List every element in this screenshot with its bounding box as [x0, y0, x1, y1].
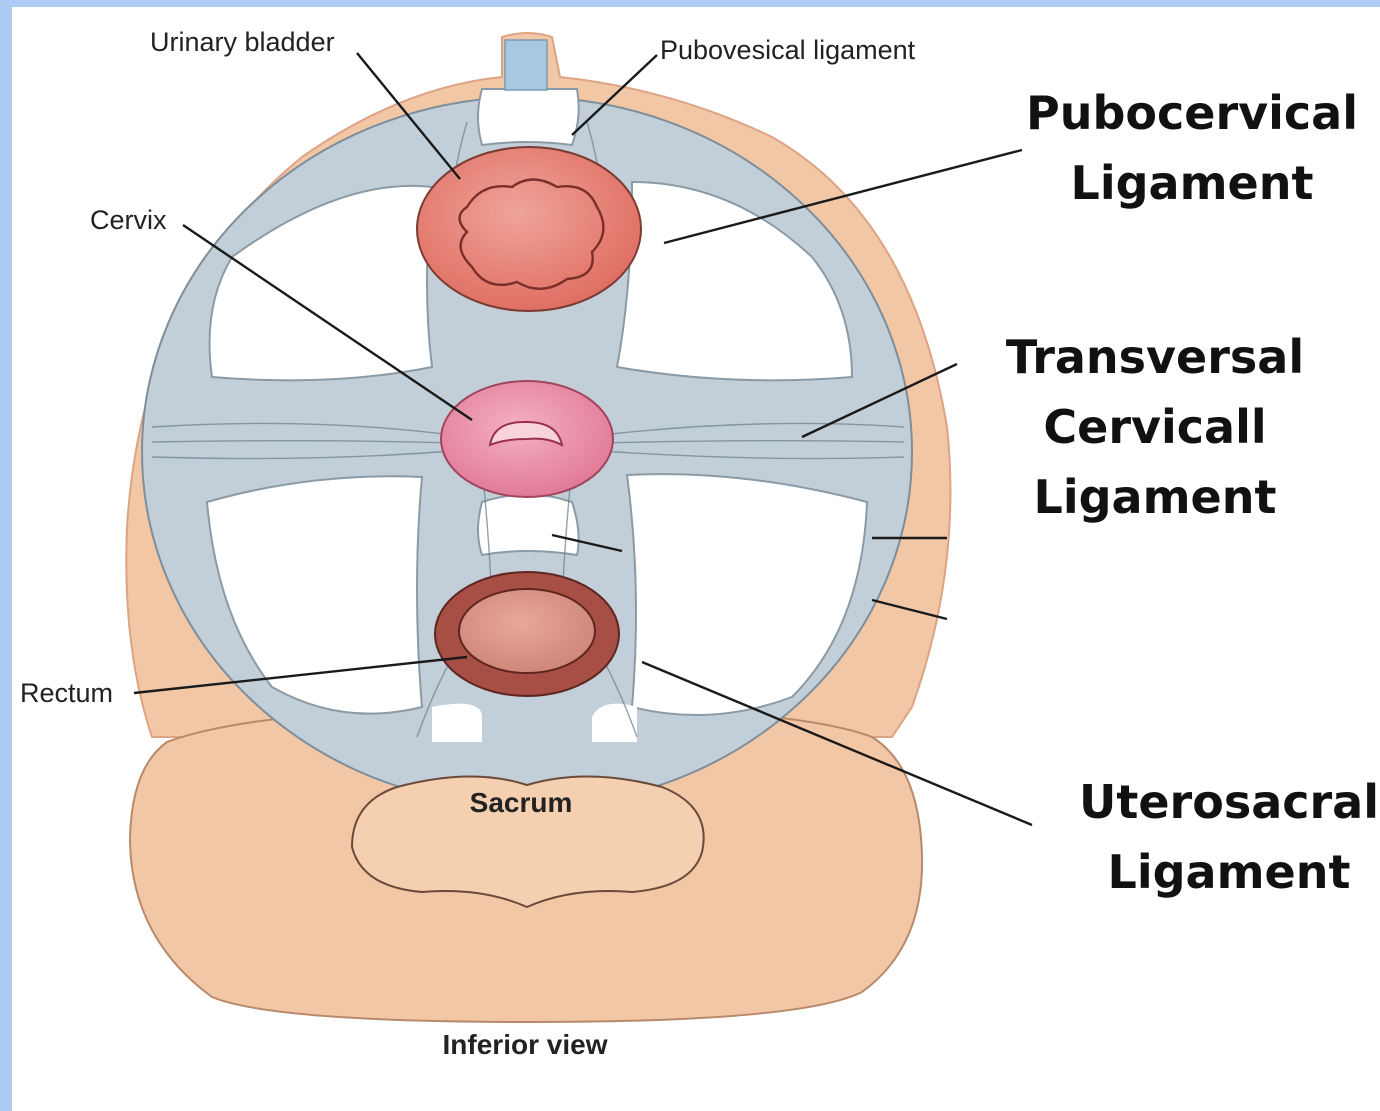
- pelvic-ligaments-diagram: Urinary bladder Pubovesical ligament Cer…: [12, 7, 1380, 1111]
- label-sacrum: Sacrum: [470, 787, 573, 818]
- label-pubocervical-line1: Pubocervical: [1026, 86, 1358, 140]
- label-transversal-line2: Cervicall: [1043, 400, 1266, 454]
- cervix: [441, 381, 613, 497]
- label-pubovesical-ligament: Pubovesical ligament: [660, 35, 916, 65]
- urethra: [505, 40, 547, 90]
- label-transversal-line1: Transversal: [1006, 330, 1304, 384]
- label-uterosacral-line1: Uterosacral: [1079, 775, 1379, 829]
- label-transversal-line3: Ligament: [1034, 470, 1277, 524]
- urinary-bladder: [417, 147, 641, 311]
- rectum: [435, 572, 619, 696]
- caption-inferior-view: Inferior view: [443, 1029, 608, 1060]
- diagram-canvas: Urinary bladder Pubovesical ligament Cer…: [12, 7, 1380, 1111]
- label-pubocervical-line2: Ligament: [1071, 156, 1314, 210]
- label-uterosacral-line2: Ligament: [1108, 845, 1351, 899]
- label-urinary-bladder: Urinary bladder: [150, 27, 335, 57]
- label-rectum: Rectum: [20, 678, 113, 708]
- label-cervix: Cervix: [90, 205, 167, 235]
